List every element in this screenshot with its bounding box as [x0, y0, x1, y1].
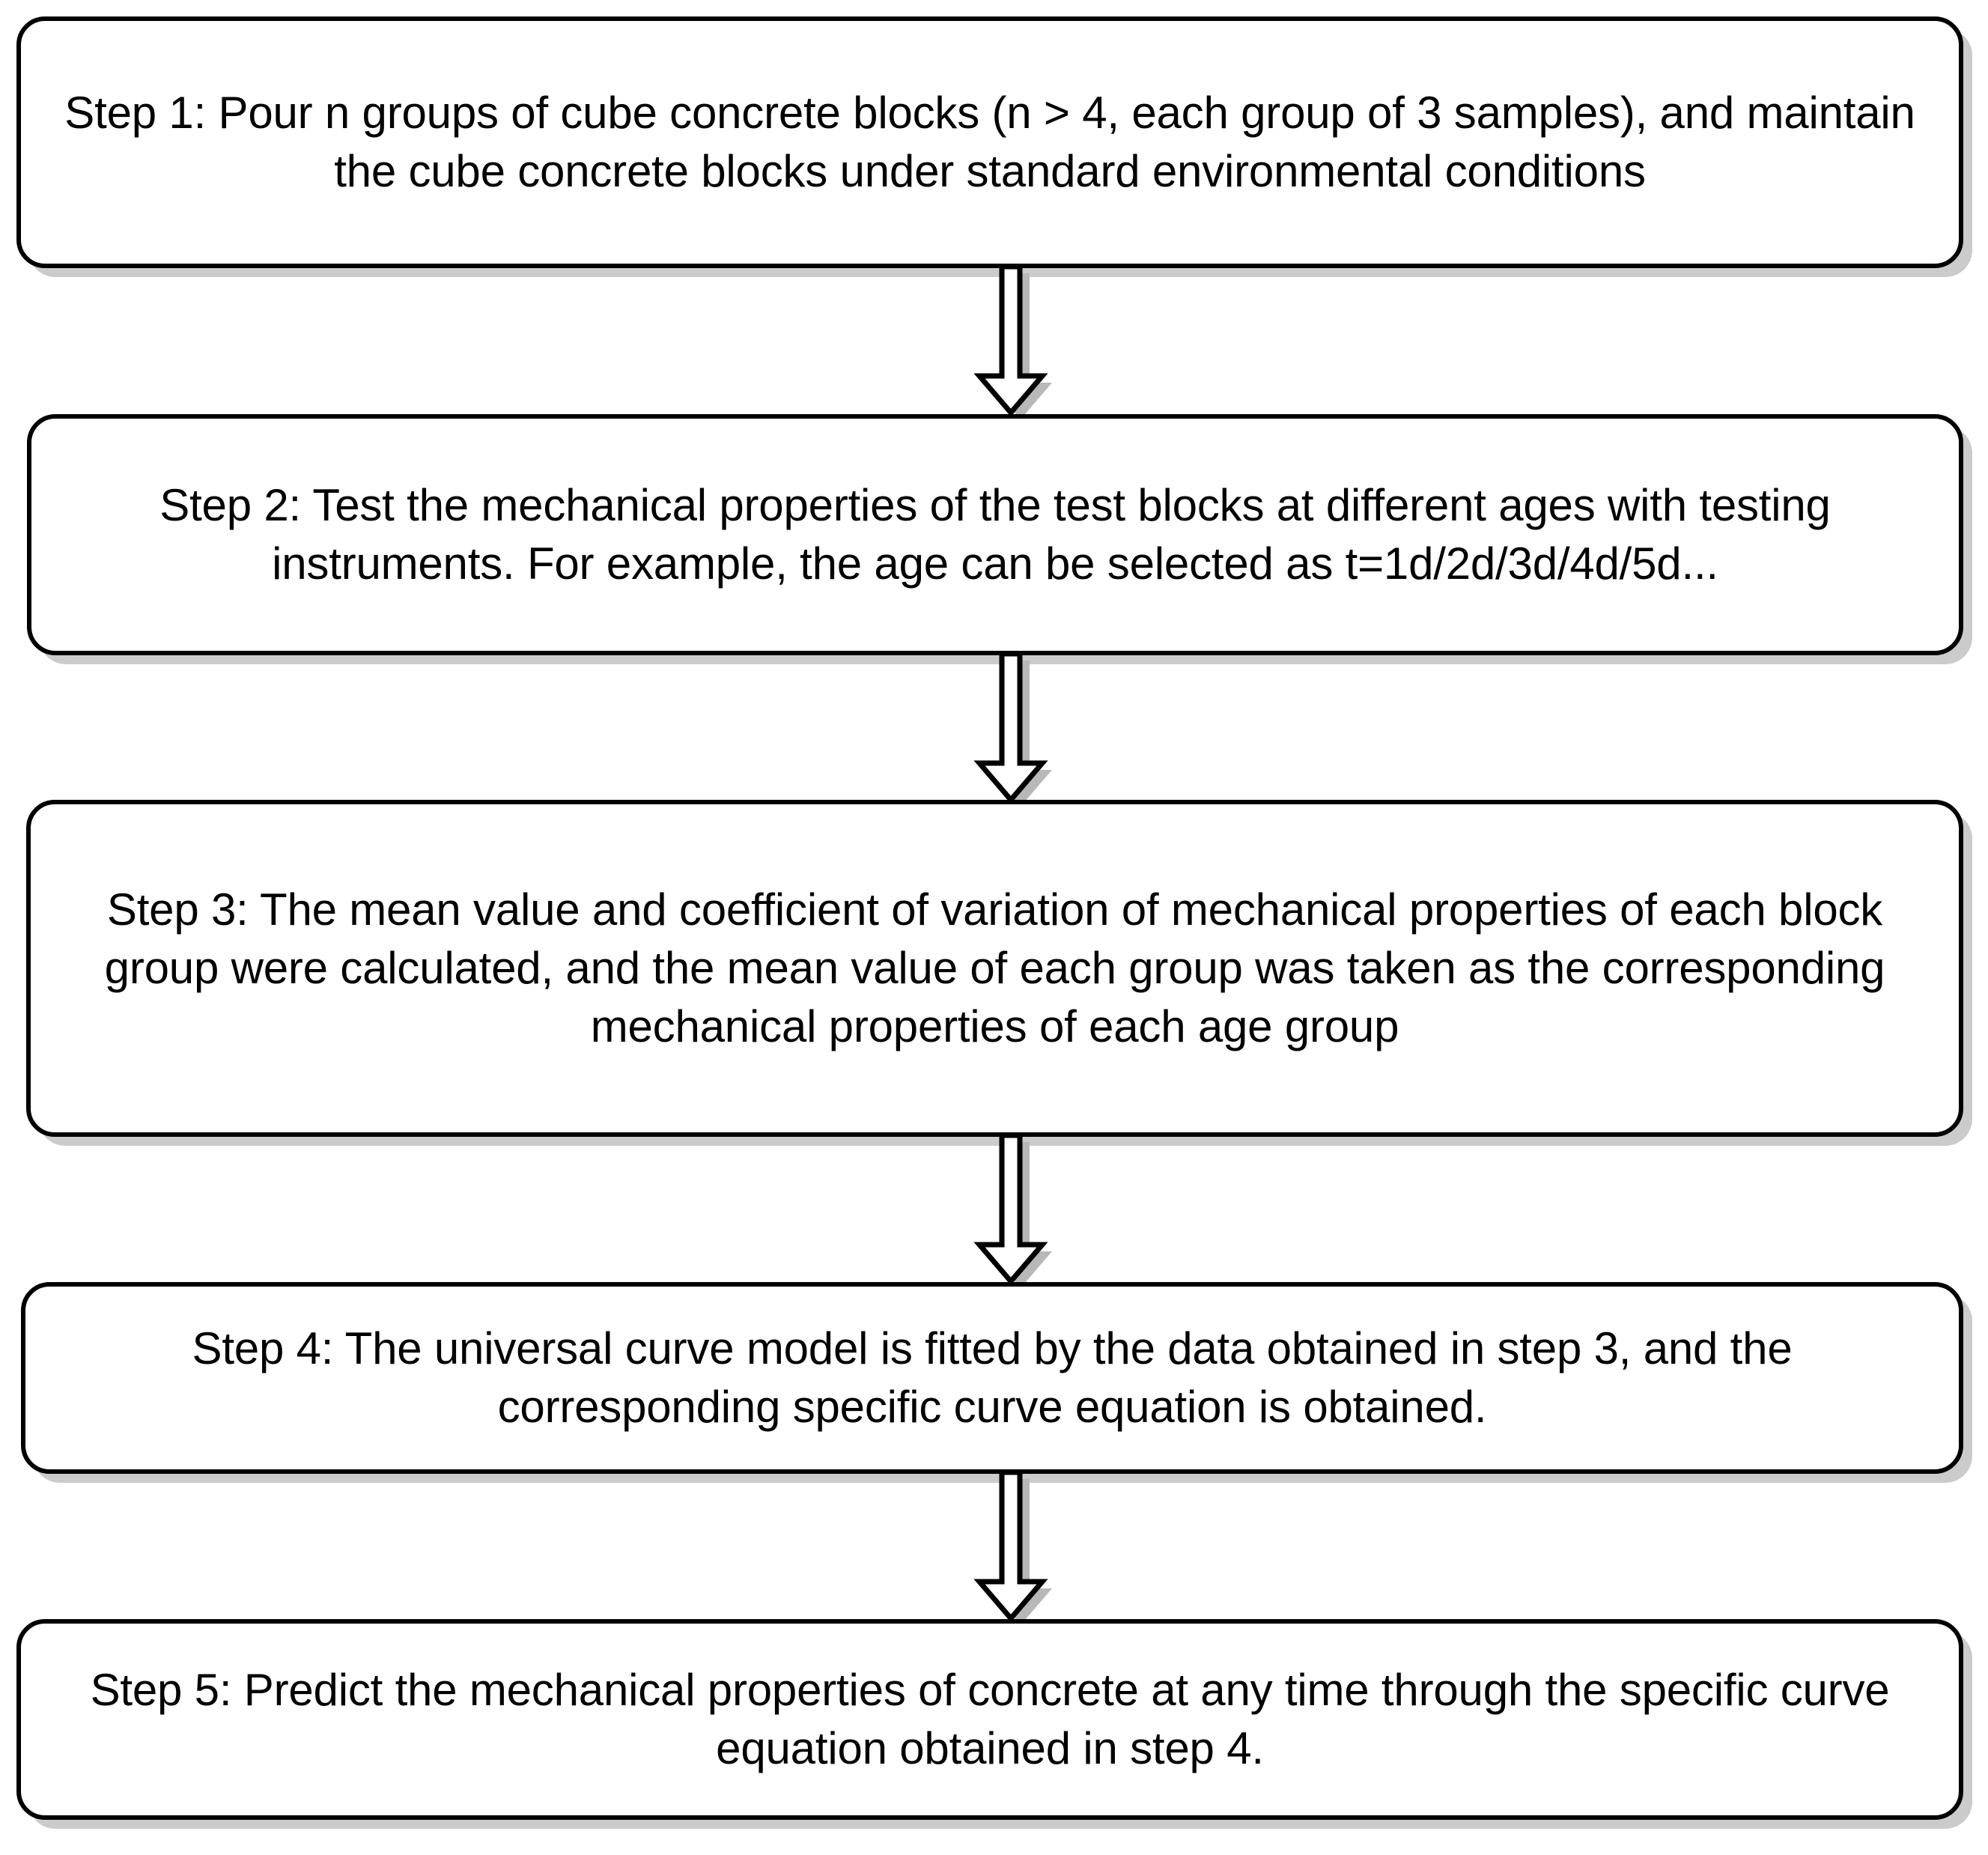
flow-step-1-box[interactable]: Step 1: Pour n groups of cube concrete b…: [16, 16, 1963, 268]
connector-step-3-to-step-4: [966, 1132, 1056, 1288]
down-block-arrow-icon: [973, 264, 1052, 419]
connector-step-2-to-step-3: [966, 651, 1056, 807]
connector-step-1-to-step-2: [966, 264, 1056, 419]
flow-step-3-box[interactable]: Step 3: The mean value and coefficient o…: [26, 800, 1963, 1137]
flow-step-1-text: Step 1: Pour n groups of cube concrete b…: [64, 88, 1915, 196]
flow-step-5-box[interactable]: Step 5: Predict the mechanical propertie…: [16, 1619, 1963, 1820]
down-block-arrow-icon: [973, 1132, 1052, 1288]
down-block-arrow-icon: [973, 1469, 1052, 1625]
flow-step-5-text: Step 5: Predict the mechanical propertie…: [90, 1665, 1890, 1773]
connector-step-4-to-step-5: [966, 1469, 1056, 1625]
flow-step-4-text: Step 4: The universal curve model is fit…: [192, 1323, 1793, 1432]
flow-step-3-text: Step 3: The mean value and coefficient o…: [104, 884, 1885, 1051]
down-block-arrow-icon: [973, 651, 1052, 807]
flow-step-4-box[interactable]: Step 4: The universal curve model is fit…: [21, 1282, 1963, 1474]
flow-step-2-box[interactable]: Step 2: Test the mechanical properties o…: [27, 414, 1963, 655]
flow-step-2-text: Step 2: Test the mechanical properties o…: [159, 480, 1831, 589]
